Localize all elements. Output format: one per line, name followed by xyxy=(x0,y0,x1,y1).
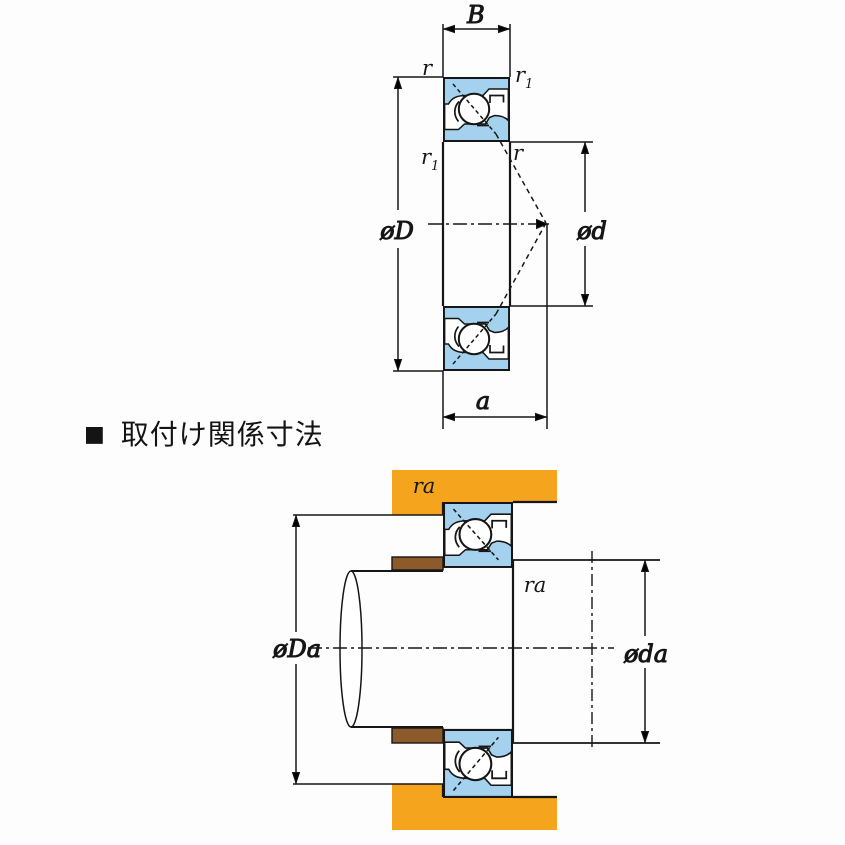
top-figure-bearing-section: B øD xyxy=(379,1,607,429)
contact-line-upper xyxy=(495,133,547,224)
bottom-figure-mounting-section: ra ra xyxy=(272,470,669,830)
chamfer-label-r1-bottom-left-sub: 1 xyxy=(431,159,439,174)
arrowhead-up xyxy=(640,559,650,572)
shaft-shoulder-dimension: øda xyxy=(622,559,669,744)
fillet-label-housing-ra: ra xyxy=(413,474,436,498)
arrowhead-down xyxy=(580,294,590,307)
apex-arrowhead xyxy=(536,218,549,230)
housing-shoulder-dimension: øDa xyxy=(272,514,322,785)
chamfer-label-r1-top-right-sub: 1 xyxy=(525,77,533,92)
mounted-bearing-cell-lower xyxy=(442,728,514,799)
contact-angle-lines xyxy=(495,133,549,315)
dim-label-oda: øda xyxy=(623,640,668,668)
arrowhead-up xyxy=(393,76,403,89)
arrowhead-right xyxy=(535,412,548,422)
dim-label-oDa: øDa xyxy=(272,635,321,663)
outer-diameter-dimension: øD xyxy=(379,76,443,372)
arrowhead-left xyxy=(442,412,455,422)
chamfer-label-r1-top-right: r xyxy=(515,63,527,87)
fillet-label-shaft-ra: ra xyxy=(524,573,547,597)
bore-diameter-dimension: ød xyxy=(510,141,607,307)
arrowhead-down xyxy=(291,772,301,785)
spacer-ring-lower xyxy=(391,727,444,744)
dim-label-oD: øD xyxy=(379,217,414,245)
bearing-cell-lower xyxy=(443,306,510,371)
housing-block-upper xyxy=(392,470,557,515)
arrowhead-down xyxy=(393,359,403,372)
shaft-end-ellipse xyxy=(339,570,363,728)
arrowhead-up xyxy=(291,514,301,527)
arrowhead-right xyxy=(498,24,511,34)
heading-text: 取付け関係寸法 xyxy=(120,418,324,451)
chamfer-label-r-bottom-right: r xyxy=(513,141,525,165)
section-heading: ■ 取付け関係寸法 xyxy=(84,418,324,451)
load-center-dimension: a xyxy=(442,224,548,429)
chamfer-labels: r r 1 r 1 r xyxy=(421,56,533,174)
chamfer-label-r1-bottom-left: r xyxy=(421,145,433,169)
heading-bullet-square: ■ xyxy=(84,422,105,448)
mounted-bearing-cell-upper xyxy=(442,501,514,569)
arrowhead-up xyxy=(580,141,590,154)
housing-block-lower xyxy=(392,784,557,830)
housing-upper: ra xyxy=(293,470,557,516)
spacer-ring-upper xyxy=(391,556,444,571)
chamfer-label-r-top-left: r xyxy=(422,56,434,80)
dim-label-B: B xyxy=(466,1,485,29)
width-dimension-B: B xyxy=(442,1,511,77)
dim-label-a: a xyxy=(476,387,490,415)
bearing-cell-upper xyxy=(443,76,510,143)
contact-line-lower xyxy=(495,222,547,315)
shaft: ra xyxy=(339,551,660,751)
housing-lower xyxy=(293,783,557,830)
arrowhead-left xyxy=(442,24,455,34)
arrowhead-down xyxy=(640,731,650,744)
dim-label-od: ød xyxy=(576,217,607,245)
